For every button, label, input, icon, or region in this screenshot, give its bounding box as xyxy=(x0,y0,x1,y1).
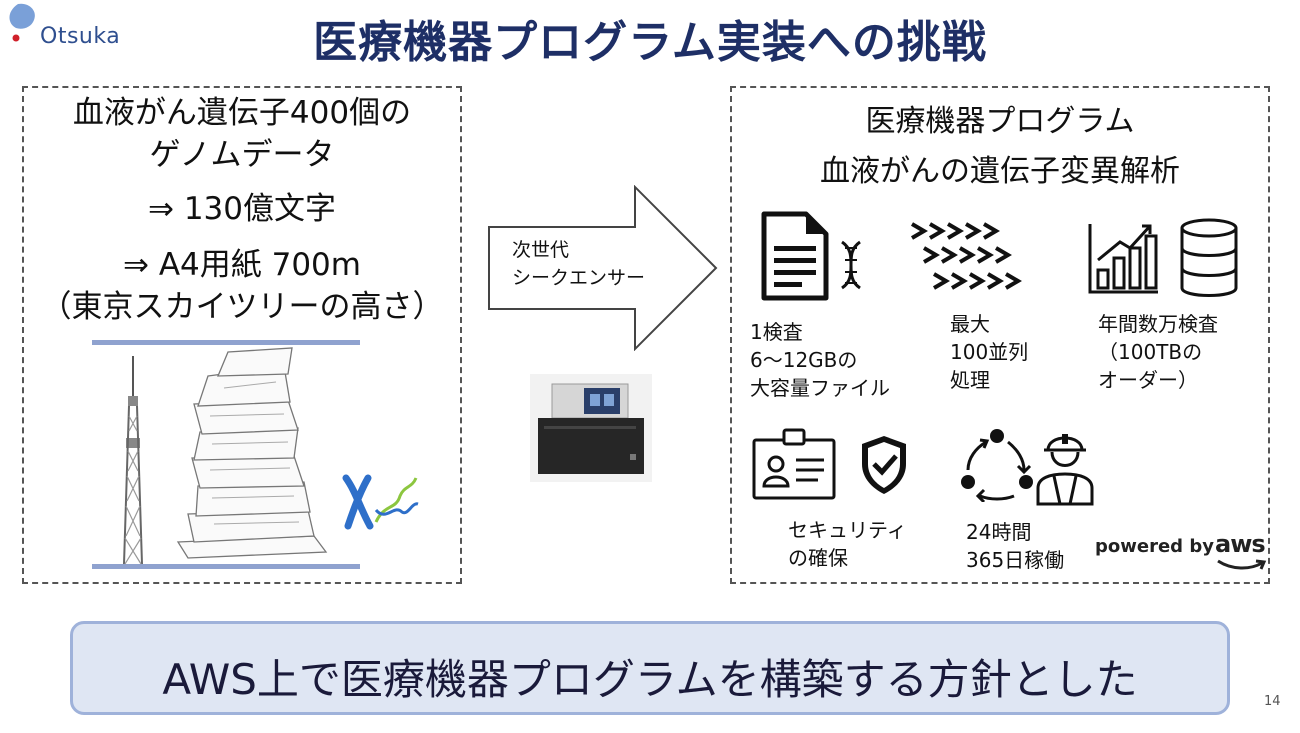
skytree-icon xyxy=(123,356,143,565)
page-number: 14 xyxy=(1264,694,1281,709)
left-line-3: ⇒ 130億文字 xyxy=(148,191,336,227)
arrow-label-2: シークエンサー xyxy=(512,267,646,289)
left-line-2: ゲノムデータ xyxy=(149,137,335,173)
paper-stack-icon xyxy=(176,347,328,559)
sequencer-machine-icon xyxy=(530,374,652,482)
chromosome-dna-icon xyxy=(342,474,419,530)
right-title-1: 医療機器プログラム xyxy=(865,104,1135,139)
document-icon xyxy=(761,211,829,301)
cycle-icon xyxy=(961,429,1033,502)
bar-chart-icon xyxy=(1088,224,1158,294)
shield-check-icon xyxy=(862,436,906,494)
feature-volume: 年間数万検査 （100TBの オーダー） xyxy=(1098,312,1218,392)
sequencer-arrow xyxy=(488,185,718,351)
id-card-icon xyxy=(752,428,836,500)
right-title-2: 血液がんの遺伝子変異解析 xyxy=(820,154,1180,189)
powered-by-label: powered by xyxy=(1095,536,1214,557)
aws-logo: aws xyxy=(1215,530,1266,558)
otsuka-logo-icon xyxy=(9,3,35,42)
logo-text: Otsuka xyxy=(40,24,121,49)
feature-uptime: 24時間 365日稼働 xyxy=(966,520,1065,572)
feature-security: セキュリティ の確保 xyxy=(788,518,907,570)
device-program-panel: 医療機器プログラム 血液がんの遺伝子変異解析 xyxy=(730,86,1270,584)
feature-parallel: 最大 100並列 処理 xyxy=(950,312,1029,392)
top-height-line xyxy=(92,340,360,345)
aws-smile-icon xyxy=(1217,559,1267,570)
worker-icon xyxy=(1036,434,1094,506)
dna-icon xyxy=(841,240,861,290)
feature-file-size: 1検査 6～12GBの 大容量ファイル xyxy=(750,320,890,400)
genome-data-panel: 血液がん遺伝子400個の ゲノムデータ ⇒ 130億文字 ⇒ A4用紙 700m… xyxy=(22,86,462,584)
database-icon xyxy=(1180,218,1238,297)
arrow-label-1: 次世代 xyxy=(512,239,570,261)
left-line-5: （東京スカイツリーの高さ） xyxy=(40,289,444,325)
conclusion-box: AWS上で医療機器プログラムを構築する方針とした xyxy=(70,621,1230,715)
left-line-1: 血液がん遺伝子400個の xyxy=(72,95,412,131)
slide-title: 医療機器プログラム実装への挑戦 xyxy=(313,17,987,68)
bottom-height-line xyxy=(92,564,360,569)
left-line-4: ⇒ A4用紙 700m xyxy=(123,247,361,283)
parallel-arrows-icon xyxy=(910,222,1022,290)
conclusion-text: AWS上で医療機器プログラムを構築する方針とした xyxy=(162,655,1138,704)
